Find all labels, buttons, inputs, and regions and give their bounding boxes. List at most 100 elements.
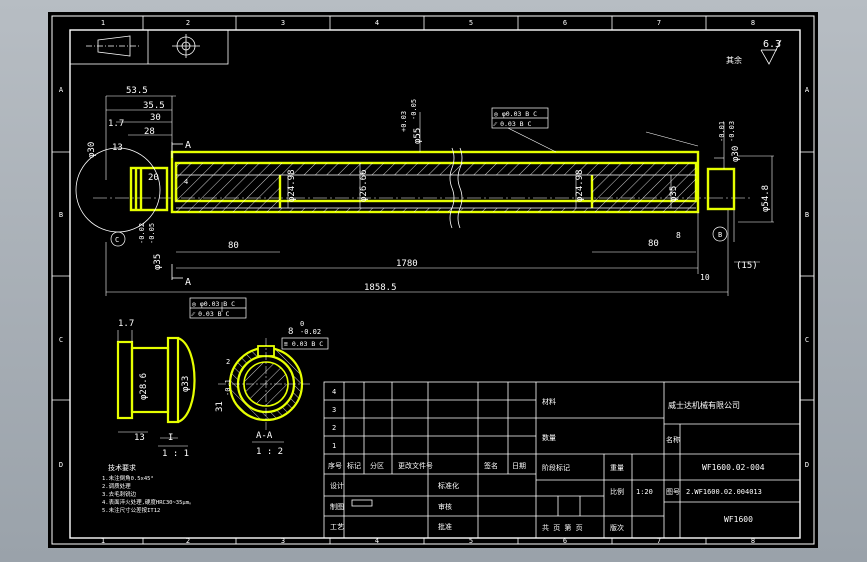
dim-20: 20	[148, 173, 159, 183]
label-c: C	[115, 236, 119, 244]
quantity-label: 数量	[542, 433, 556, 442]
detail-dim-phi28-6: φ28.6	[139, 373, 149, 400]
sign-standard: 标准化	[438, 481, 459, 490]
label-c-circle	[110, 231, 126, 247]
dim-1858-5: 1858.5	[364, 283, 397, 293]
dim-1780: 1780	[396, 259, 418, 269]
label-b-circle	[712, 226, 728, 242]
dim-phi30-left: φ30	[87, 142, 97, 158]
dim-30: 30	[150, 113, 161, 123]
section-scale: 1 : 2	[256, 447, 283, 457]
dim-10: 10	[700, 273, 710, 282]
drawing-no-label: 图号	[666, 488, 680, 496]
zone-bottom-2: 2	[186, 537, 190, 545]
dim-phi55: φ55	[413, 128, 423, 144]
zone-top-3: 3	[281, 19, 285, 27]
sign-review: 审核	[438, 502, 452, 511]
rev-header-date: 日期	[512, 462, 526, 470]
section-label: A-A	[256, 431, 273, 441]
label-b: B	[718, 231, 722, 239]
detail-dim-1-7: 1.7	[118, 319, 134, 329]
detail-dim-13: 13	[134, 433, 145, 443]
section-dim-8: 8	[288, 327, 293, 337]
zone-top-1: 1	[101, 19, 105, 27]
tech-req-line-2: 2.调质处理	[102, 482, 131, 490]
dim-8: 8	[676, 231, 681, 240]
dim-28: 28	[144, 127, 155, 137]
svg-text:◎ φ0.03 B C: ◎ φ0.03 B C	[192, 300, 235, 308]
roughness-value: 6.3	[763, 39, 781, 50]
section-aa-view	[218, 338, 312, 430]
roughness-symbol	[760, 39, 782, 65]
section-a-top: A	[185, 140, 191, 151]
material-label: 材料	[542, 397, 556, 406]
detail-view-i	[116, 336, 196, 424]
zone-bottom-6: 6	[563, 537, 567, 545]
zone-right-C: C	[805, 336, 809, 344]
rev-no-2: 2	[332, 424, 336, 432]
rev-header-mark: 标记	[347, 461, 361, 470]
rev-header-doc: 更改文件号	[398, 461, 433, 470]
drawing-code-2: 2.WF1600.02.004013	[686, 488, 762, 496]
rev-no-4: 4	[332, 388, 336, 396]
zone-right-D: D	[805, 461, 809, 469]
scale-value: 1:20	[636, 488, 653, 496]
zone-right-A: A	[805, 86, 810, 94]
zone-left-A: A	[59, 86, 64, 94]
rev-no-1: 1	[332, 442, 336, 450]
detail-label: I	[168, 433, 173, 443]
dimension-lines	[105, 95, 774, 312]
dim-phi35-left: φ35	[153, 254, 163, 270]
section-a-bottom: A	[185, 277, 191, 288]
svg-text:⁄⁄ 0.03 B C: ⁄⁄ 0.03 B C	[190, 310, 229, 318]
tech-req-line-5: 5.未注尺寸公差按IT12	[102, 506, 160, 514]
section-dim-tol: -0.1	[224, 379, 232, 396]
zone-top-4: 4	[375, 19, 379, 27]
zone-top-7: 7	[657, 19, 661, 27]
dim-phi35-tol: -0.05	[148, 223, 156, 244]
outer-frame	[51, 15, 815, 545]
zone-top-5: 5	[469, 19, 473, 27]
zone-bottom-3: 3	[281, 537, 285, 545]
section-dim-31: 31	[215, 401, 225, 412]
gdt-frame-keyway: ≡ 0.03 B C	[281, 337, 329, 350]
dim-80-right: 80	[648, 239, 659, 249]
svg-text:◎ φ0.03 B C: ◎ φ0.03 B C	[494, 110, 537, 118]
dim-1-7: 1.7	[108, 119, 124, 129]
rev-header-seq: 序号	[328, 461, 342, 470]
dim-phi26-66: φ26.66	[359, 169, 369, 202]
hatch-top-wall	[176, 163, 696, 175]
sheets-text: 共 页 第 页	[542, 523, 583, 532]
projection-symbol	[69, 29, 229, 65]
dim-4: 4	[184, 178, 188, 186]
name-label: 名称	[666, 435, 680, 444]
detail-dim-phi33: φ33	[181, 376, 191, 392]
zone-bottom-4: 4	[375, 537, 379, 545]
zone-bottom-8: 8	[751, 537, 755, 545]
svg-text:≡ 0.03 B C: ≡ 0.03 B C	[284, 340, 323, 348]
zone-bottom-7: 7	[657, 537, 661, 545]
zone-top-6: 6	[563, 19, 567, 27]
dim-80-left: 80	[228, 241, 239, 251]
zone-left-B: B	[59, 211, 63, 219]
hatch-right	[592, 175, 696, 208]
drawing-sheet: 1 2 3 4 5 6 7 8 1 2 3 4 5 6 7 8 A B C D …	[48, 12, 818, 548]
sign-approve: 批准	[438, 522, 452, 531]
hatch-bot-wall	[176, 208, 696, 212]
dim-53-5: 53.5	[126, 86, 148, 96]
dim-phi24-98-right: φ24.98	[575, 169, 585, 202]
zone-bottom-5: 5	[469, 537, 473, 545]
gdt-frame-top: ◎ φ0.03 B C ⁄⁄ 0.03 B C	[491, 107, 549, 129]
title-block	[323, 381, 801, 539]
dim-phi30-tol-bot: -0.03	[728, 121, 736, 142]
rev-header-sign: 签名	[484, 461, 498, 470]
engineering-drawing: 1 2 3 4 5 6 7 8 1 2 3 4 5 6 7 8 A B C D …	[51, 15, 815, 545]
svg-text:⁄⁄ 0.03 B C: ⁄⁄ 0.03 B C	[492, 120, 531, 128]
gdt-frame-left: ◎ φ0.03 B C ⁄⁄ 0.03 B C	[189, 297, 247, 319]
company-name: 威士达机械有限公司	[668, 400, 740, 410]
zone-left-D: D	[59, 461, 63, 469]
dim-phi30-tol-top: -0.01	[718, 121, 726, 142]
rev-header-zone: 分区	[370, 461, 384, 470]
drawing-code-1: WF1600.02-004	[702, 463, 765, 472]
